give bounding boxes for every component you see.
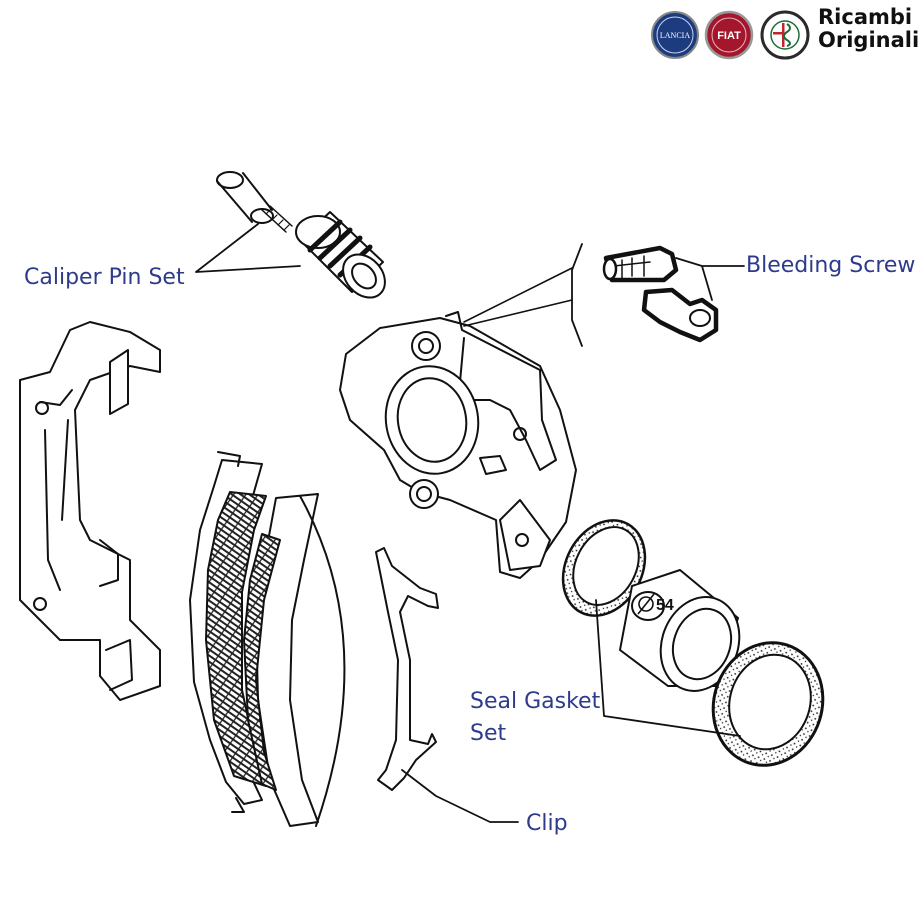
bleeding-leader	[675, 257, 745, 301]
pad-clip	[375, 547, 439, 791]
brand-line-2: Originali	[818, 28, 920, 52]
clip-label: Clip	[526, 811, 568, 836]
brand-wordmark: Ricambi Originali	[818, 6, 919, 52]
seal-gasket-line-2: Set	[470, 720, 507, 746]
svg-text:FIAT: FIAT	[717, 30, 741, 42]
caliper-pin-leader	[195, 223, 301, 273]
caliper-body	[339, 311, 577, 579]
svg-text:LANCIA: LANCIA	[660, 31, 690, 40]
brand-line-1: Ricambi	[818, 5, 913, 29]
seal-gasket-leader	[595, 599, 741, 737]
caliper-pin-set-label: Caliper Pin Set	[24, 265, 185, 290]
brake-pad-outer	[243, 493, 346, 827]
piston-seal	[561, 519, 647, 617]
caliper-bracket	[19, 321, 161, 701]
clip-leader	[401, 769, 519, 823]
bleeding-cap	[641, 287, 719, 343]
seal-gasket-line-1: Seal Gasket	[470, 689, 601, 714]
lancia-logo: LANCIA	[651, 11, 699, 59]
alfa-romeo-logo	[760, 10, 810, 60]
pin-boot	[295, 211, 386, 299]
brake-pad-inner	[189, 451, 267, 813]
piston-diameter-label: 54	[656, 597, 674, 614]
bleeding-screw-label: Bleeding Screw	[746, 253, 916, 278]
bleeding-screw	[602, 245, 679, 283]
fiat-logo: FIAT	[704, 10, 754, 60]
dust-boot	[711, 641, 825, 767]
bleeding-bracket	[571, 243, 583, 347]
seal-gasket-set-label: Seal Gasket Set	[470, 686, 600, 750]
guide-pin	[216, 171, 293, 233]
